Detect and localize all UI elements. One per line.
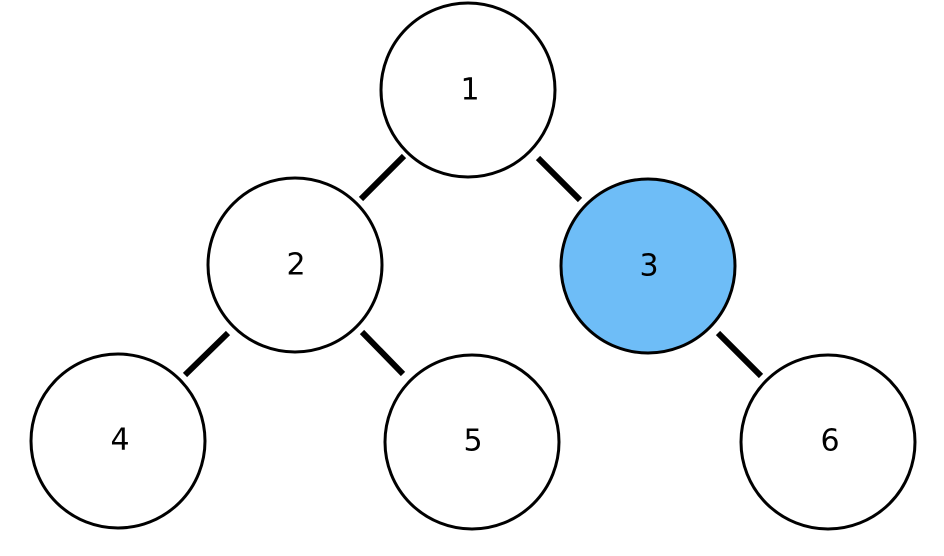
graph-node-6-label: 6 — [820, 424, 839, 459]
graph-node-1[interactable]: 1 — [379, 1, 557, 179]
edge-layer — [182, 153, 764, 379]
graph-node-5-circle[interactable] — [383, 353, 561, 531]
graph-node-5-label: 5 — [463, 424, 482, 459]
graph-node-4-label: 4 — [110, 423, 129, 458]
graph-node-6-circle[interactable] — [739, 353, 917, 531]
graph-node-3-circle[interactable] — [559, 177, 737, 355]
graph-node-3-label: 3 — [639, 249, 658, 284]
graph-node-4-circle[interactable] — [29, 352, 207, 530]
graph-node-6[interactable]: 6 — [739, 353, 917, 531]
graph-node-2-label: 2 — [286, 248, 305, 283]
graph-node-1-label: 1 — [460, 73, 479, 108]
graph-node-3[interactable]: 3 — [559, 177, 737, 355]
graph-edge-1-3 — [535, 155, 583, 203]
graph-node-2[interactable]: 2 — [206, 176, 384, 354]
graph-edge-2-4 — [182, 330, 231, 378]
graph-node-1-circle[interactable] — [379, 1, 557, 179]
graph-node-5[interactable]: 5 — [383, 353, 561, 531]
graph-node-4[interactable]: 4 — [29, 352, 207, 530]
graph-node-2-circle[interactable] — [206, 176, 384, 354]
graph-edge-3-6 — [715, 330, 764, 379]
node-layer: 1 2 3 4 5 6 — [29, 1, 917, 531]
graph-edge-2-5 — [359, 329, 406, 377]
graph-edge-1-2 — [358, 153, 407, 202]
